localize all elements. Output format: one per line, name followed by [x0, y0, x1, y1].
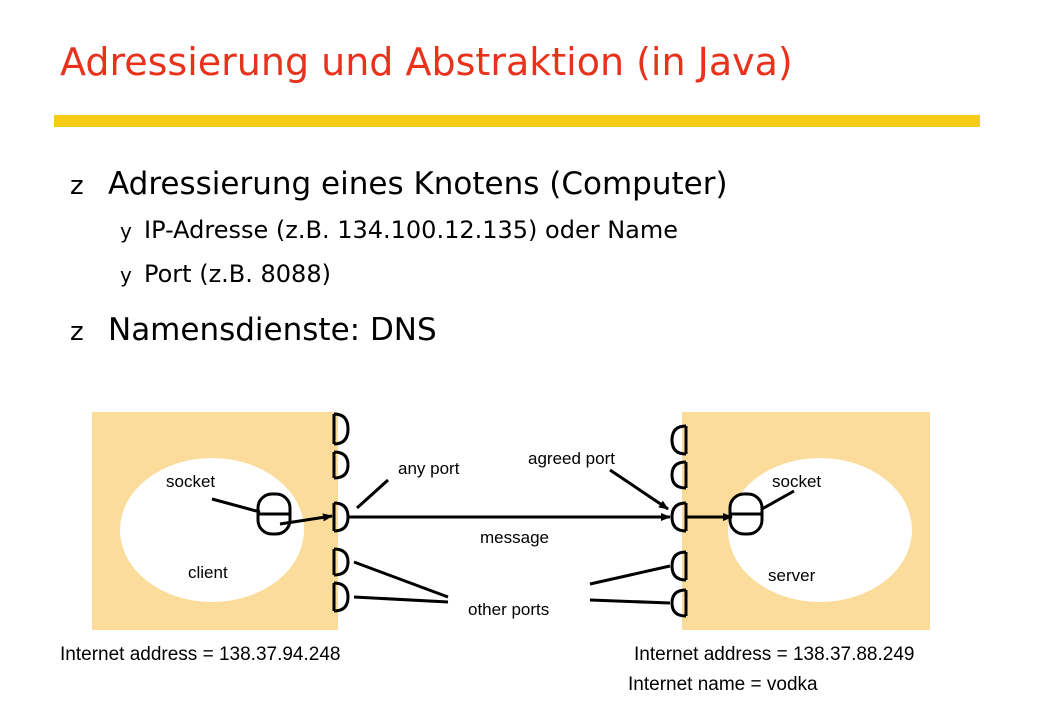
server-label: server	[768, 566, 816, 585]
agreed-port-arrow	[609, 468, 669, 511]
slide-title: Adressierung und Abstraktion (in Java)	[60, 40, 793, 84]
bullet-text: Adressierung eines Knotens (Computer)	[108, 166, 728, 202]
port-icon	[670, 550, 688, 582]
socket-label-pointer	[211, 497, 261, 514]
bullet-addressing: z Adressierung eines Knotens (Computer)	[70, 166, 728, 202]
other-ports-pointer	[589, 598, 671, 605]
any-port-label: any port	[398, 459, 460, 478]
message-label: message	[480, 528, 549, 547]
bullet-marker-icon: z	[70, 171, 84, 201]
port-icon	[332, 547, 350, 577]
port-icon	[670, 424, 688, 456]
other-ports-pointer	[353, 595, 449, 604]
client-socket-arrow	[279, 513, 333, 526]
server-hostname: Internet name = vodka	[628, 674, 818, 695]
client-socket-label: socket	[166, 472, 216, 491]
server-socket-label: socket	[772, 472, 822, 491]
socket-label-pointer	[761, 489, 795, 511]
other-ports-pointer	[353, 560, 449, 599]
subbullet-ip-address: y IP-Adresse (z.B. 134.100.12.135) oder N…	[120, 216, 678, 244]
server-process	[728, 458, 912, 602]
subbullet-text: IP-Adresse (z.B. 134.100.12.135) oder Na…	[144, 216, 679, 244]
title-underline	[54, 115, 980, 127]
port-icon	[670, 588, 688, 618]
port-icon	[332, 450, 350, 480]
other-ports-pointer	[589, 564, 671, 586]
port-icon	[332, 412, 350, 446]
other-ports-label: other ports	[468, 600, 550, 619]
any-port-pointer	[355, 478, 390, 510]
port-icon	[670, 460, 688, 490]
client-address: Internet address = 138.37.94.248	[60, 644, 341, 665]
agreed-port-label: agreed port	[528, 449, 615, 468]
server-address: Internet address = 138.37.88.249	[634, 644, 915, 665]
subbullet-marker-icon: y	[120, 219, 132, 243]
bullet-marker-icon: z	[70, 317, 84, 347]
subbullet-marker-icon: y	[120, 263, 132, 287]
subbullet-text: Port (z.B. 8088)	[144, 260, 331, 288]
bullet-text: Namensdienste: DNS	[108, 312, 437, 348]
client-process	[120, 458, 304, 602]
port-icon	[332, 581, 350, 613]
client-label: client	[188, 563, 228, 582]
subbullet-port: y Port (z.B. 8088)	[120, 260, 331, 288]
bullet-naming-service: z Namensdienste: DNS	[70, 312, 437, 348]
